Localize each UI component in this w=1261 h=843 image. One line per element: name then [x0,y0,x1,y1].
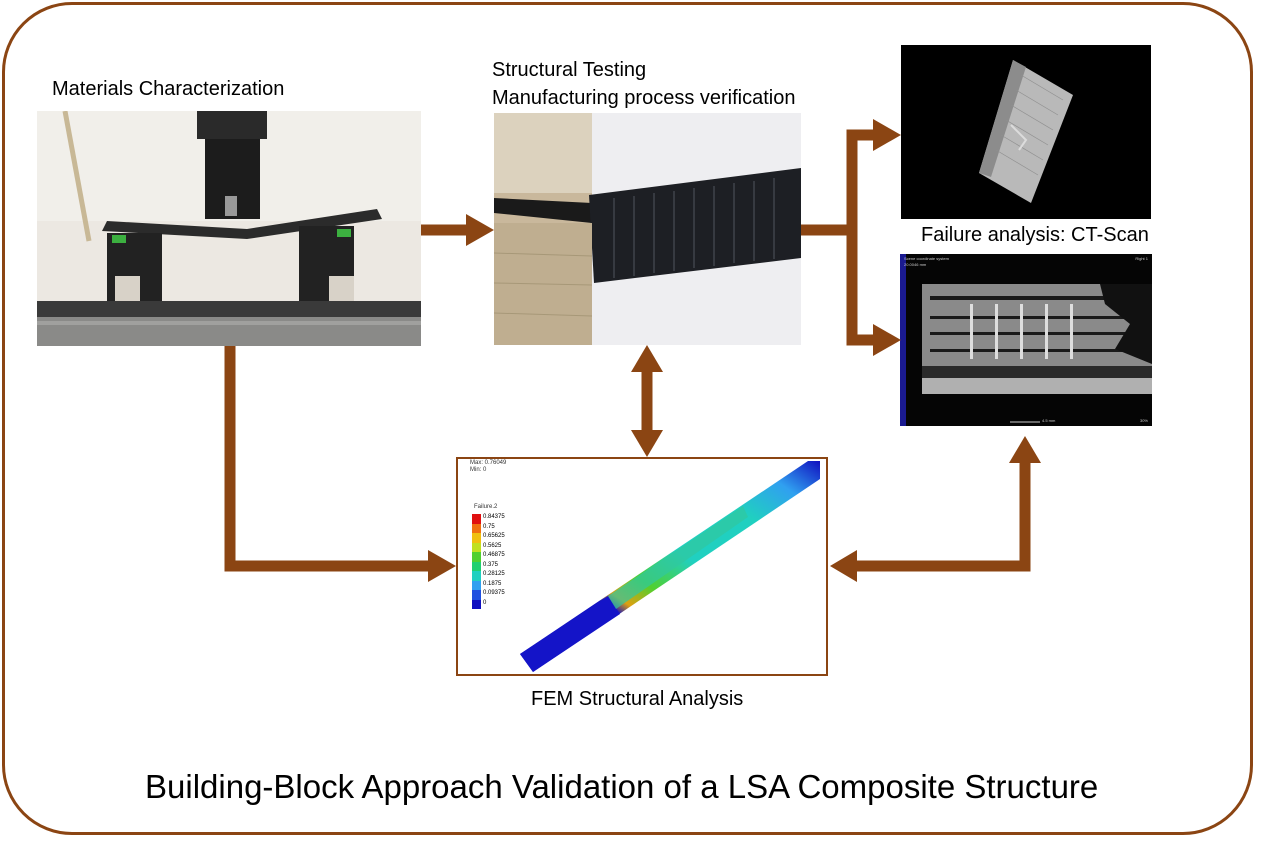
fem-legend-value: 0.46875 [483,552,505,558]
fem-legend: 0.84375 0.75 0.65625 0.5625 0.46875 0.37… [472,514,505,609]
ct-zoom-label: 30% [1139,418,1148,423]
fem-legend-value: 0.5625 [483,542,502,549]
ct-view-label: Right 1 [1135,256,1148,261]
structural-test-photo [494,113,801,345]
manufacturing-verification-label: Manufacturing process verification [492,87,796,109]
materials-characterization-label: Materials Characterization [52,78,285,100]
fem-analysis-panel: Max: 0.76049 Min: 0 Failure.2 0.84375 0.… [456,457,828,676]
fem-legend-value: 0.75 [483,523,495,530]
ct-distance-label: 20.0046 mm [904,262,927,267]
fem-legend-value: 0.28125 [483,571,505,577]
fem-structural-analysis-label: FEM Structural Analysis [531,688,744,710]
fem-min-label: Min: 0 [470,467,487,473]
diagram-title: Building-Block Approach Validation of a … [145,768,1099,805]
failure-analysis-label: Failure analysis: CT-Scan [921,224,1149,246]
fem-legend-value: 0.84375 [483,514,505,520]
fem-legend-value: 0.65625 [483,533,505,539]
fem-legend-value: 0 [483,599,487,606]
ct-scale-label: 4.5 mm [1042,418,1056,423]
materials-test-photo [37,111,421,346]
ct-scan-section-image: Scene coordinate system 20.0046 mm Right… [900,254,1152,426]
fem-legend-title: Failure.2 [474,504,498,510]
structural-testing-label: Structural Testing [492,59,647,81]
fem-beam-model [520,461,820,672]
fem-legend-value: 0.375 [483,561,499,568]
ct-scan-3d-image [901,45,1151,219]
ct-coordinate-label: Scene coordinate system [904,256,949,261]
fem-legend-value: 0.1875 [483,580,502,587]
fem-legend-value: 0.09375 [483,590,505,596]
fem-max-label: Max: 0.76049 [470,460,507,466]
